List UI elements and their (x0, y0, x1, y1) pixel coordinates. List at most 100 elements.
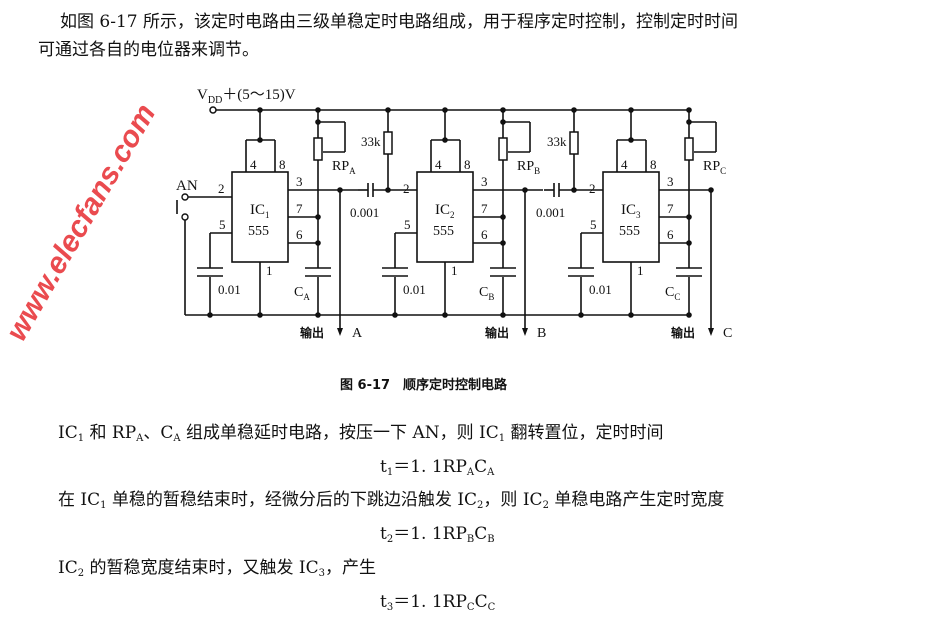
pin-5-main: 5 (219, 217, 226, 232)
junction-dot (385, 107, 391, 113)
junction-dot (257, 137, 263, 143)
pin-4-main: 4 (435, 157, 442, 172)
pin5-cap-value-main: 0.01 (218, 282, 241, 297)
subscript: 2 (477, 500, 484, 511)
pin-1-main: 1 (451, 263, 458, 278)
ic-label-main: IC (250, 202, 265, 218)
ic-label-sub: 1 (265, 210, 270, 220)
text-run: C (474, 457, 488, 477)
pin-2: 2 (218, 181, 225, 196)
pin5-cap-value-main: 0.01 (589, 282, 612, 297)
junction-dot (207, 312, 213, 318)
chip-type-main: 555 (433, 224, 454, 239)
text-run: 翻转置位，定时时间 (505, 423, 664, 443)
junction-dot (628, 107, 634, 113)
text-run: ，产生 (325, 558, 377, 578)
equation-t1: t1＝1. 1RPACA (380, 457, 494, 478)
text-run: ＝1. 1RP (393, 592, 467, 612)
pullup-resistor-value: 33k (547, 134, 567, 149)
pin-2-main: 2 (589, 181, 596, 196)
pin-7-main: 7 (481, 201, 488, 216)
text-run: ＝1. 1RP (393, 524, 467, 544)
pin-8-main: 8 (279, 157, 286, 172)
ic-label-main: IC (435, 202, 450, 218)
pin-5: 5 (404, 217, 411, 232)
pin-6: 6 (667, 227, 674, 242)
junction-dot (686, 107, 692, 113)
junction-dot (442, 137, 448, 143)
pin-1: 1 (266, 263, 273, 278)
junction-dot (392, 312, 398, 318)
subscript: B (466, 534, 475, 545)
potentiometer (684, 137, 694, 161)
pin-3: 3 (296, 174, 303, 189)
output-name: C (723, 326, 732, 341)
pin-7: 7 (481, 201, 488, 216)
resistor (569, 131, 579, 155)
pin-4: 4 (250, 157, 257, 172)
ic-label-sub: 3 (636, 210, 641, 220)
pin-1: 1 (451, 263, 458, 278)
text-run: 和 RP (84, 423, 137, 443)
subscript: B (487, 534, 495, 545)
subscript: C (487, 602, 496, 613)
output-arrow-icon (337, 328, 343, 336)
text-run: 如图 6-17 所示，该定时电路由三级单稳定时电路组成，用于程序定时控制，控制定… (60, 12, 738, 32)
ic-label: IC3 (621, 202, 641, 220)
text-run: ＝1. 1RP (393, 457, 467, 477)
junction-dot (315, 214, 321, 220)
coupling-cap-value-main: 0.001 (536, 205, 565, 220)
text-run: 可通过各自的电位器来调节。 (38, 40, 259, 60)
rp-label: RPA (332, 159, 356, 176)
pin-6: 6 (296, 227, 303, 242)
body-paragraph-3: IC2 的暂稳宽度结束时，又触发 IC3，产生 (58, 558, 377, 579)
subscript: 3 (386, 602, 394, 613)
pin-7: 7 (296, 201, 303, 216)
cap-gap (489, 268, 517, 277)
rp-label-sub: C (720, 166, 726, 176)
output-label: 输出 (485, 325, 509, 340)
subscript: 1 (386, 467, 394, 478)
pin-2: 2 (403, 181, 410, 196)
timing-cap-label: CC (665, 285, 680, 302)
figure-caption: 图 6-17 顺序定时控制电路 (340, 378, 508, 393)
junction-dot (628, 312, 634, 318)
pin-1-main: 1 (266, 263, 273, 278)
intro-line-1: 如图 6-17 所示，该定时电路由三级单稳定时电路组成，用于程序定时控制，控制定… (60, 12, 738, 32)
pin-3-main: 3 (296, 174, 303, 189)
cap-gap (675, 268, 703, 277)
text-run: C (474, 592, 488, 612)
pin-8-main: 8 (650, 157, 657, 172)
pin-7-main: 7 (667, 201, 674, 216)
output-name: B (537, 326, 546, 341)
text-run: 单稳的暂稳结束时，经微分后的下跳边沿触发 IC (106, 490, 478, 510)
junction-dot (686, 214, 692, 220)
timing-cap-label: CB (479, 285, 494, 302)
pin-5: 5 (219, 217, 226, 232)
text-run: IC (58, 423, 78, 443)
junction-dot (257, 107, 263, 113)
junction-dot (708, 187, 714, 193)
pin-3: 3 (667, 174, 674, 189)
pin-8: 8 (279, 157, 286, 172)
pin-1-main: 1 (637, 263, 644, 278)
rp-label-sub: A (349, 166, 356, 176)
pullup-resistor-value-main: 33k (547, 134, 567, 149)
pin-4: 4 (621, 157, 628, 172)
junction-dot (385, 187, 391, 193)
pin-6: 6 (481, 227, 488, 242)
pin-5: 5 (590, 217, 597, 232)
junction-dot (315, 312, 321, 318)
junction-dot (578, 312, 584, 318)
pin-1: 1 (637, 263, 644, 278)
switch-label: AN (176, 178, 198, 194)
text-run: t (380, 457, 387, 477)
output-label: 输出 (300, 325, 324, 340)
junction-dot (500, 240, 506, 246)
timing-cap-label-sub: B (488, 292, 494, 302)
ic-label: IC2 (435, 202, 455, 220)
junction-dot (571, 187, 577, 193)
